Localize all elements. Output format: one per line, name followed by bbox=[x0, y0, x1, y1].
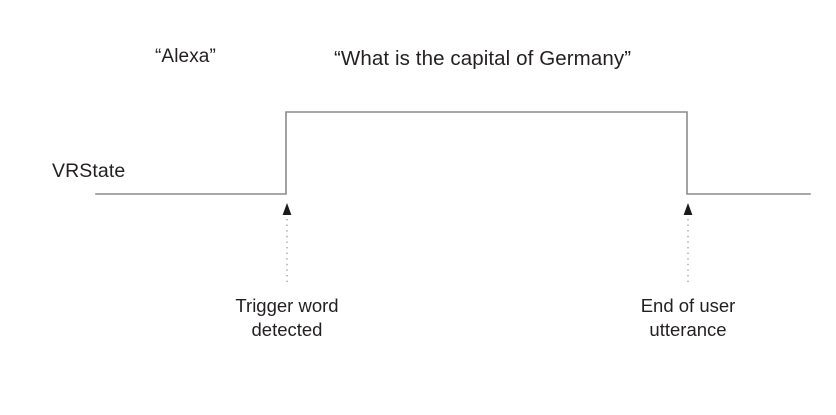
event-caption-line-1: End of user bbox=[640, 295, 736, 316]
trigger-word-marker bbox=[282, 203, 292, 282]
trigger-word-arrow-icon bbox=[282, 203, 292, 215]
event-caption-line-1: Trigger word bbox=[235, 295, 339, 316]
utterance-label-wake-word: “Alexa” bbox=[155, 46, 216, 67]
signal-name-label: VRState bbox=[52, 160, 126, 182]
vrstate-waveform-trace bbox=[95, 111, 811, 195]
event-caption-end-of-user-utterance: End of user utterance bbox=[588, 294, 788, 341]
utterance-label-user-query: “What is the capital of Germany” bbox=[334, 47, 632, 70]
end-of-utterance-marker bbox=[683, 203, 693, 282]
event-caption-line-2: utterance bbox=[649, 318, 727, 340]
event-caption-line-2: detected bbox=[251, 318, 323, 340]
end-of-utterance-arrow-icon bbox=[683, 203, 693, 215]
event-caption-trigger-word-detected: Trigger word detected bbox=[187, 294, 387, 341]
